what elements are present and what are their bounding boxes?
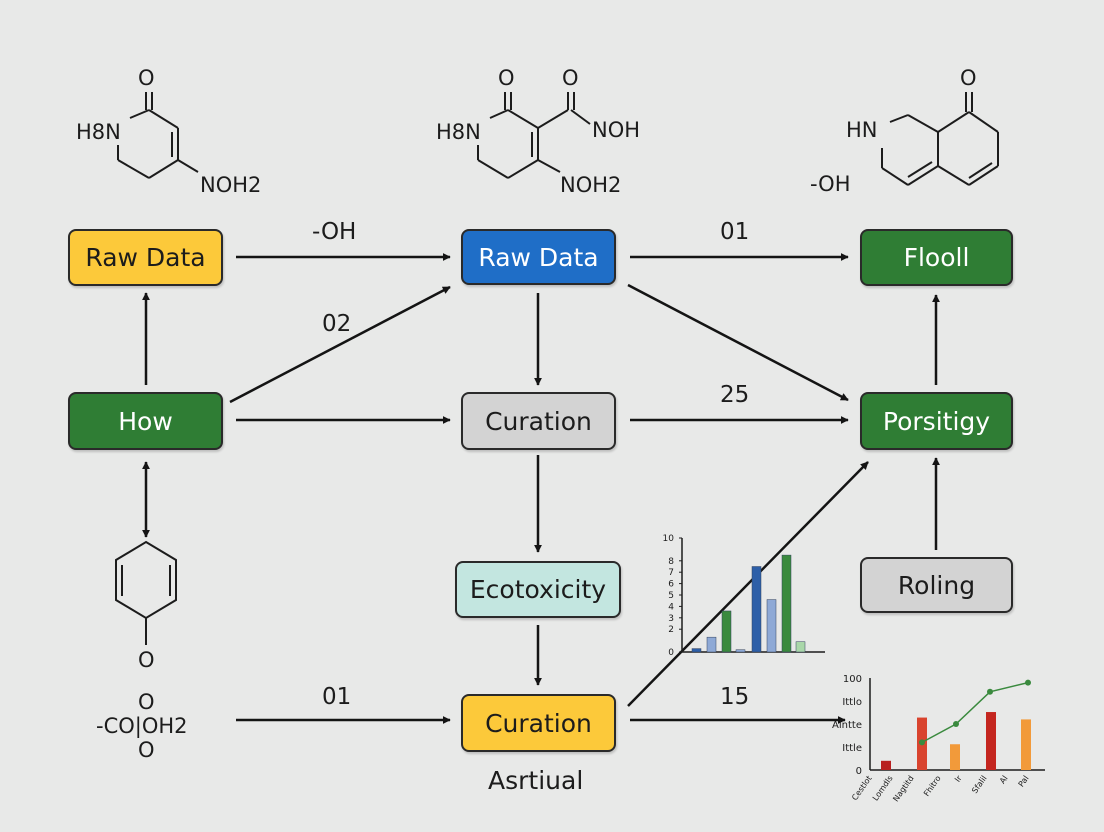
edge-label-15: 15 — [720, 684, 750, 710]
chart1-ytick-label: 10 — [663, 534, 675, 544]
molecule-structure-3 — [881, 92, 999, 186]
node-ecotoxicity[interactable]: Ecotoxicity — [455, 561, 621, 618]
chart1-ytick-label: 4 — [668, 602, 674, 612]
chart1-bar — [766, 599, 777, 653]
mol3-oh-group: -OH — [810, 172, 851, 196]
chart1-ytick-label: 7 — [668, 568, 674, 578]
mol1-nh-group: H8N — [76, 120, 121, 144]
chart2-line-point — [953, 721, 959, 727]
arrow-how-to-rawdata-center — [229, 285, 451, 404]
formula-main: -CO|OH2 — [96, 714, 188, 738]
chart2-xtick-label: Nagtitd — [891, 774, 915, 803]
chart2-ytick-label: Ittle — [842, 743, 862, 754]
mol2-oxygen-1: O — [498, 66, 515, 90]
node-curation-bottom[interactable]: Curation — [461, 694, 616, 752]
chart1-ytick-label: 3 — [668, 614, 674, 624]
chart2-bar — [881, 760, 891, 770]
chart2-ytick-label: 0 — [856, 766, 862, 777]
chart1-bar — [781, 554, 792, 653]
chart2-bar — [950, 744, 960, 770]
chart1-ytick-label: 8 — [668, 557, 674, 567]
bar-chart-small: 0 23 456 78 10 — [663, 534, 825, 658]
chart1-bar — [691, 648, 702, 653]
mol3-nh-group: HN — [846, 118, 878, 142]
edge-label-oh: -OH — [312, 219, 357, 245]
benzene-structure — [115, 540, 177, 645]
mol2-oxygen-2: O — [562, 66, 579, 90]
chart2-xtick-label: Ir — [953, 773, 964, 783]
mol3-oxygen: O — [960, 66, 977, 90]
chart2-line-series — [921, 681, 1029, 744]
mol1-oxygen: O — [138, 66, 155, 90]
node-raw-data-center[interactable]: Raw Data — [461, 229, 616, 285]
chart1-bar — [795, 641, 806, 653]
chart1-ytick-label: 0 — [668, 648, 674, 658]
formula-oxygen-bottom: O — [138, 738, 155, 762]
chart1-bar — [751, 566, 762, 653]
chart1-ytick-label: 6 — [668, 580, 674, 590]
flow-arrows — [142, 253, 940, 724]
chart1-ytick-label: 2 — [668, 625, 674, 635]
chart1-bar — [735, 649, 746, 653]
benzene-oxygen: O — [138, 648, 155, 672]
chart2-ytick-label: Ittlo — [842, 697, 862, 708]
chart2-xtick-label: Al — [998, 774, 1010, 785]
edge-label-02: 02 — [322, 311, 352, 337]
chart2-xtick-label: Sfalil — [970, 774, 989, 795]
edge-label-01-bottom: 01 — [322, 684, 352, 710]
node-curation-center[interactable]: Curation — [461, 392, 616, 450]
chart1-ytick-label: 5 — [668, 591, 674, 601]
node-flooll[interactable]: Flooll — [860, 229, 1013, 286]
mol2-noh-group: NOH — [592, 118, 641, 142]
edge-label-25: 25 — [720, 382, 750, 408]
node-how[interactable]: How — [68, 392, 223, 450]
edge-label-01-top: 01 — [720, 219, 750, 245]
chart2-xtick-label: Pal — [1017, 774, 1031, 789]
chart2-bar — [1021, 719, 1031, 770]
formula-oxygen-top: O — [138, 690, 155, 714]
node-porsitigy[interactable]: Porsitigy — [860, 392, 1013, 450]
chart2-xtick-label: Fhitro — [922, 774, 943, 798]
molecule-structure-2 — [477, 92, 591, 179]
chart2-line-point — [987, 688, 993, 695]
chart2-line-point — [919, 739, 925, 746]
chart2-line-point — [1025, 679, 1031, 686]
diagram-caption: Asrtiual — [488, 766, 584, 795]
mol2-nh-group: H8N — [436, 120, 481, 144]
chart2-bar — [986, 712, 996, 770]
arrow-rawdata-center-to-porsitigy — [627, 283, 849, 402]
node-raw-data-left[interactable]: Raw Data — [68, 229, 223, 286]
chart2-ytick-label: 100 — [843, 674, 862, 685]
chart1-bar — [706, 636, 717, 653]
molecule-structure-1 — [117, 92, 199, 179]
mol1-substituent: NOH2 — [200, 173, 262, 197]
mol2-substituent: NOH2 — [560, 173, 622, 197]
arrow-curation-bottom-to-porsitigy — [627, 461, 869, 707]
chart1-bar — [721, 610, 732, 653]
node-roling[interactable]: Roling — [860, 557, 1013, 613]
chart2-ytick-label: Alntte — [832, 720, 862, 731]
